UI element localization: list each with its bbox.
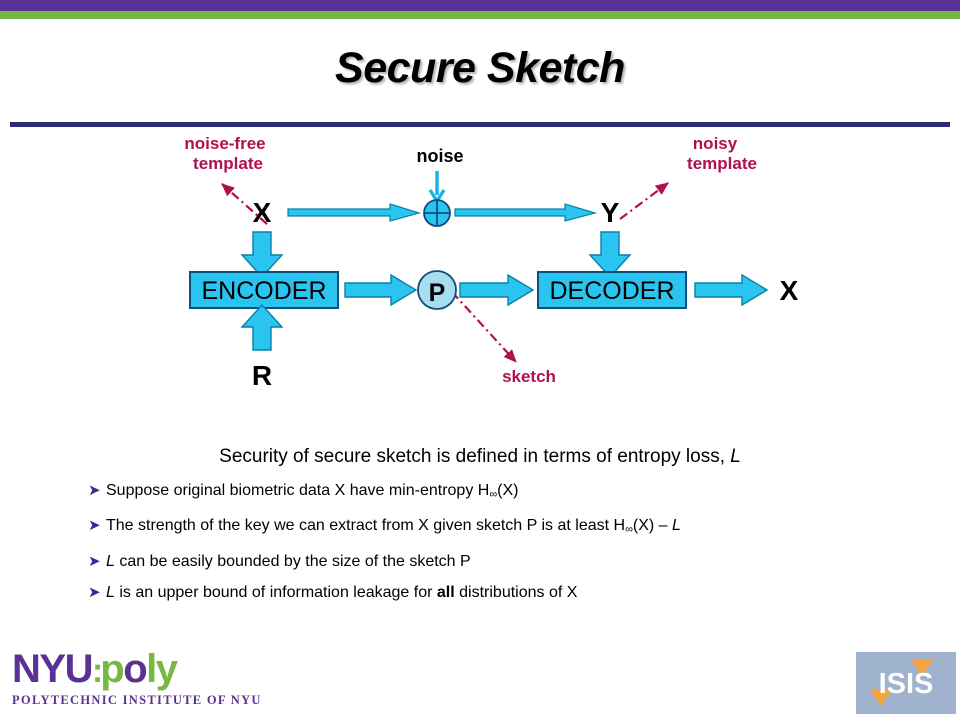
- arrow-encoder-to-p: [344, 273, 418, 307]
- top-green-bar: [0, 11, 960, 19]
- node-x-input: X: [253, 197, 272, 228]
- annotation-sketch: sketch: [502, 367, 556, 386]
- noise-down-arrow: [428, 171, 446, 205]
- text-segment: (X) –: [632, 517, 673, 535]
- text-segment: The strength of the key we can extract f…: [106, 517, 626, 535]
- nyu-poly-logo: NYU:poly POLYTECHNIC INSTITUTE OF NYU: [12, 647, 272, 708]
- arrow-p-to-decoder: [459, 273, 535, 307]
- lead-line: Security of secure sketch is defined in …: [0, 446, 960, 468]
- bullet-arrow-icon: ➤: [88, 517, 101, 535]
- text-segment: L: [106, 552, 115, 570]
- node-decoder: DECODER: [537, 271, 687, 309]
- lead-line-prefix: Security of secure sketch is defined in …: [219, 446, 731, 467]
- arrow-r-to-encoder: [240, 303, 284, 351]
- text-segment: L: [672, 517, 681, 535]
- secure-sketch-diagram: noise-free template noisy template sketc…: [0, 127, 960, 427]
- text-segment: is an upper bound of information leakage…: [114, 583, 437, 601]
- arrow-x-to-encoder: [240, 231, 284, 279]
- text-segment: (X): [497, 482, 519, 499]
- text-segment: ∞: [625, 523, 633, 536]
- isis-wordmark: ISIS: [879, 668, 934, 700]
- text-segment: Suppose original biometric data X have m…: [106, 482, 490, 499]
- nyu-tagline: POLYTECHNIC INSTITUTE OF NYU: [12, 693, 262, 707]
- nyu-poly-o: o: [123, 647, 147, 691]
- title-divider-rule: [10, 122, 950, 127]
- bullet-arrow-icon: ➤: [88, 552, 101, 570]
- encoder-label: ENCODER: [201, 277, 326, 305]
- top-purple-bar: [0, 0, 960, 11]
- bullet-bounded-by-size-text: L can be easily bounded by the size of t…: [106, 548, 471, 575]
- text-segment: ∞: [489, 488, 498, 501]
- sketch-leader-line: [451, 291, 517, 363]
- arrow-x-to-xor: [287, 203, 422, 222]
- nyu-poly-p: p: [100, 647, 124, 691]
- bullet-upper-bound-text: L is an upper bound of information leaka…: [106, 579, 577, 606]
- body-text-block: Security of secure sketch is defined in …: [0, 446, 960, 610]
- annotation-noisy-template-line2: template: [687, 154, 757, 173]
- nyu-text: NYU: [12, 647, 93, 691]
- node-r: R: [252, 360, 272, 391]
- bullet-key-strength-text: The strength of the key we can extract f…: [106, 512, 681, 543]
- isis-triangle-bottom: [870, 690, 892, 706]
- noisy-template-leader-line: [619, 182, 669, 220]
- bullet-upper-bound: ➤ L is an upper bound of information leak…: [0, 579, 960, 606]
- nyu-poly-ly: ly: [146, 647, 178, 691]
- text-segment: distributions of X: [454, 583, 578, 601]
- bullet-min-entropy-text: Suppose original biometric data X have m…: [106, 477, 518, 508]
- decoder-label: DECODER: [549, 277, 674, 305]
- p-label: P: [429, 279, 446, 307]
- arrow-decoder-to-x-output: [694, 273, 769, 307]
- node-p: P: [417, 270, 457, 310]
- node-xor: [423, 199, 451, 227]
- annotation-noise-free-template-line1: noise-free: [184, 134, 265, 153]
- bullet-min-entropy: ➤ Suppose original biometric data X have …: [0, 477, 960, 508]
- isis-triangle-top: [911, 660, 933, 676]
- text-segment: all: [436, 583, 455, 601]
- label-noise: noise: [416, 146, 463, 166]
- node-x-output: X: [780, 275, 799, 306]
- annotation-noise-free-template-line2: template: [193, 154, 263, 173]
- bullet-bounded-by-size: ➤ L can be easily bounded by the size of …: [0, 548, 960, 575]
- text-segment: can be easily bounded by the size of the…: [114, 552, 471, 570]
- bullet-list: ➤ Suppose original biometric data X have …: [0, 477, 960, 606]
- nyu-colon: :: [91, 652, 103, 690]
- slide-title: Secure Sketch: [335, 44, 625, 92]
- annotation-noisy-template-line1: noisy: [693, 134, 738, 153]
- bullet-arrow-icon: ➤: [88, 583, 101, 601]
- arrow-xor-to-y: [454, 203, 598, 222]
- node-encoder: ENCODER: [189, 271, 339, 309]
- text-segment: L: [106, 583, 115, 601]
- isis-logo: ISIS: [856, 652, 956, 714]
- arrow-y-to-decoder: [588, 231, 632, 279]
- nyu-poly-wordmark: NYU:poly: [12, 647, 272, 691]
- bullet-key-strength: ➤ The strength of the key we can extract …: [0, 512, 960, 543]
- lead-line-italic-l: L: [730, 446, 741, 467]
- node-y: Y: [601, 197, 620, 228]
- bullet-arrow-icon: ➤: [88, 482, 101, 499]
